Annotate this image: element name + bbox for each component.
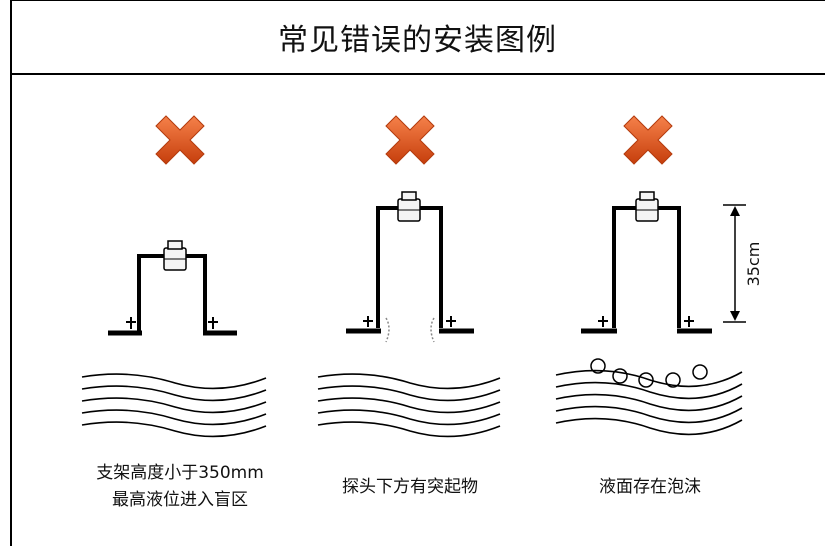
caption-line: 支架高度小于350mm [96, 463, 264, 483]
caption-low-bracket: 支架高度小于350mm 最高液位进入盲区 [60, 460, 300, 514]
caption-line: 探头下方有突起物 [342, 477, 478, 497]
liquid-waves [81, 373, 267, 438]
probe-sensor [635, 191, 659, 222]
dimension-label: 35cm [744, 242, 763, 287]
dimension-arrow [723, 204, 746, 323]
title-bar: 常见错误的安装图例 [10, 0, 825, 75]
caption-obstruction: 探头下方有突起物 [300, 474, 520, 501]
panel-low-bracket [81, 115, 267, 438]
page-title: 常见错误的安装图例 [278, 22, 557, 58]
liquid-waves [317, 373, 501, 438]
caption-line: 液面存在泡沫 [599, 477, 701, 497]
error-cross-icon [155, 115, 205, 165]
probe-sensor [163, 240, 187, 271]
error-cross-icon [623, 115, 673, 165]
error-cross-icon [385, 115, 435, 165]
caption-line: 最高液位进入盲区 [112, 490, 248, 510]
panel-foam: 35cm [555, 115, 763, 436]
panel-obstruction [317, 115, 501, 438]
caption-foam: 液面存在泡沫 [540, 474, 760, 501]
liquid-waves [555, 369, 743, 436]
bracket [346, 206, 474, 334]
diagram-frame [10, 0, 825, 546]
bracket [581, 206, 712, 334]
obstruction-marks [385, 317, 435, 343]
probe-sensor [397, 191, 421, 222]
